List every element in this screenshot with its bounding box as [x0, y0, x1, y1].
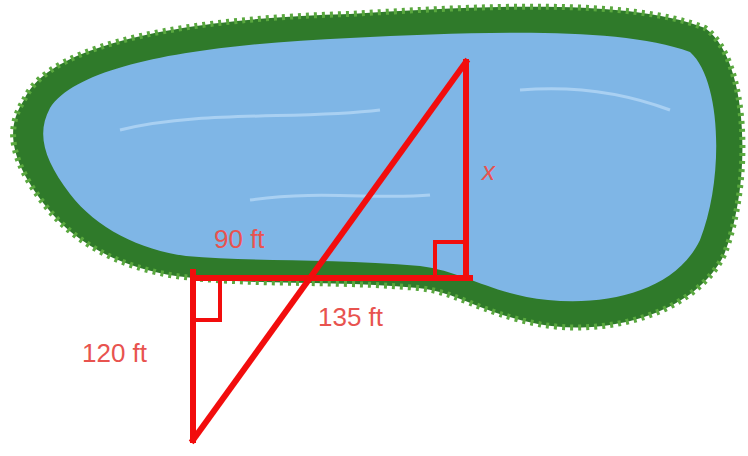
baseline — [193, 275, 470, 281]
dimension-label: 135 ft — [318, 304, 383, 330]
right-angle-mark — [196, 281, 220, 320]
shore-highlight — [13, 7, 742, 328]
dimension-label: 120 ft — [82, 340, 147, 366]
water-ripple — [120, 89, 670, 200]
right-leg — [463, 62, 469, 278]
dimension-label: 90 ft — [214, 226, 265, 252]
transversal — [193, 62, 466, 440]
shore-trees — [13, 7, 742, 328]
lake-water — [43, 33, 716, 301]
triangles — [193, 62, 470, 440]
dimension-label: x — [482, 158, 495, 184]
right-angle-mark — [435, 242, 464, 276]
left-leg — [190, 272, 196, 440]
